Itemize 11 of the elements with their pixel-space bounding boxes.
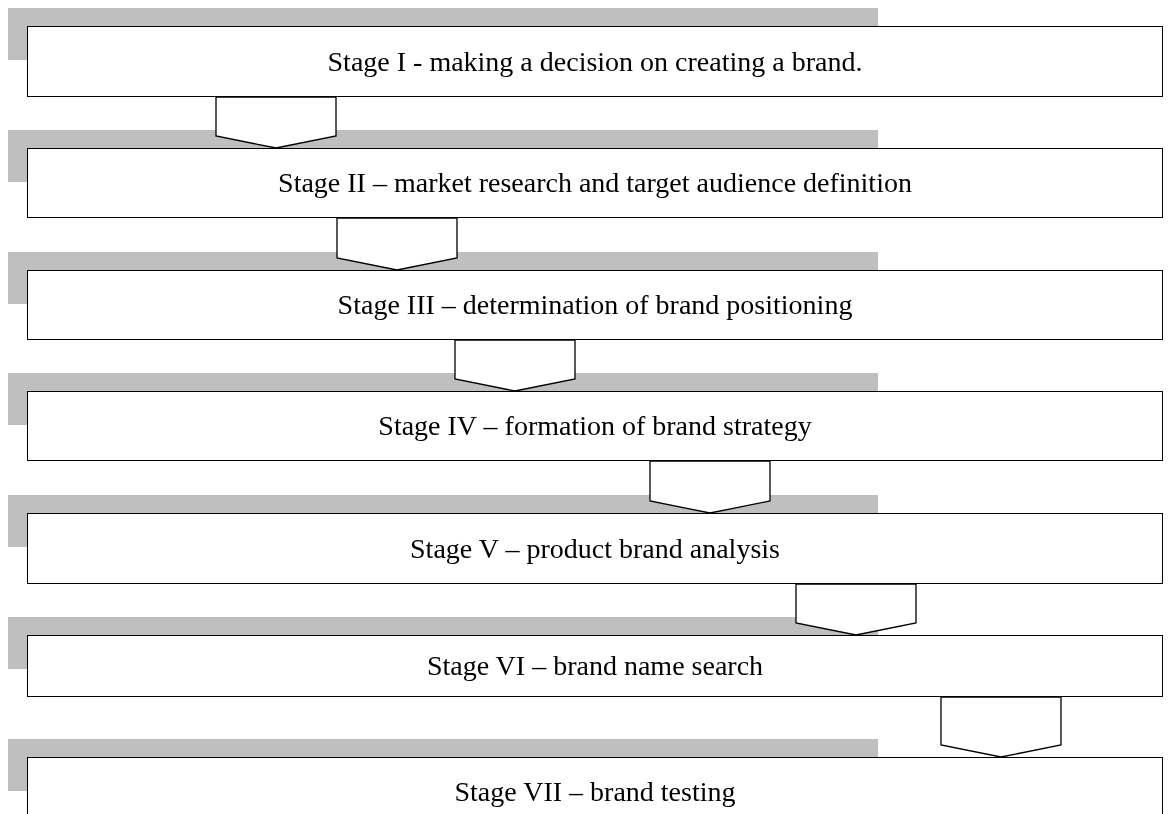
stage-label: Stage IV – formation of brand strategy [378, 410, 812, 442]
chevron-arrow [795, 583, 917, 636]
stage-label: Stage I - making a decision on creating a brand. [327, 45, 863, 78]
stage-label: Stage VI – brand name search [426, 650, 764, 682]
stage-label: Stage V – product brand analysis [410, 532, 780, 565]
chevron-arrow [336, 217, 458, 271]
stage-label: Stage VII – brand testing [454, 776, 736, 808]
chevron-arrow [649, 460, 771, 514]
stage-label: Stage III – determination of brand positioning [337, 289, 853, 321]
stage-label: Stage II – market research and target audience definition [278, 167, 912, 199]
chevron-arrow [940, 696, 1062, 758]
